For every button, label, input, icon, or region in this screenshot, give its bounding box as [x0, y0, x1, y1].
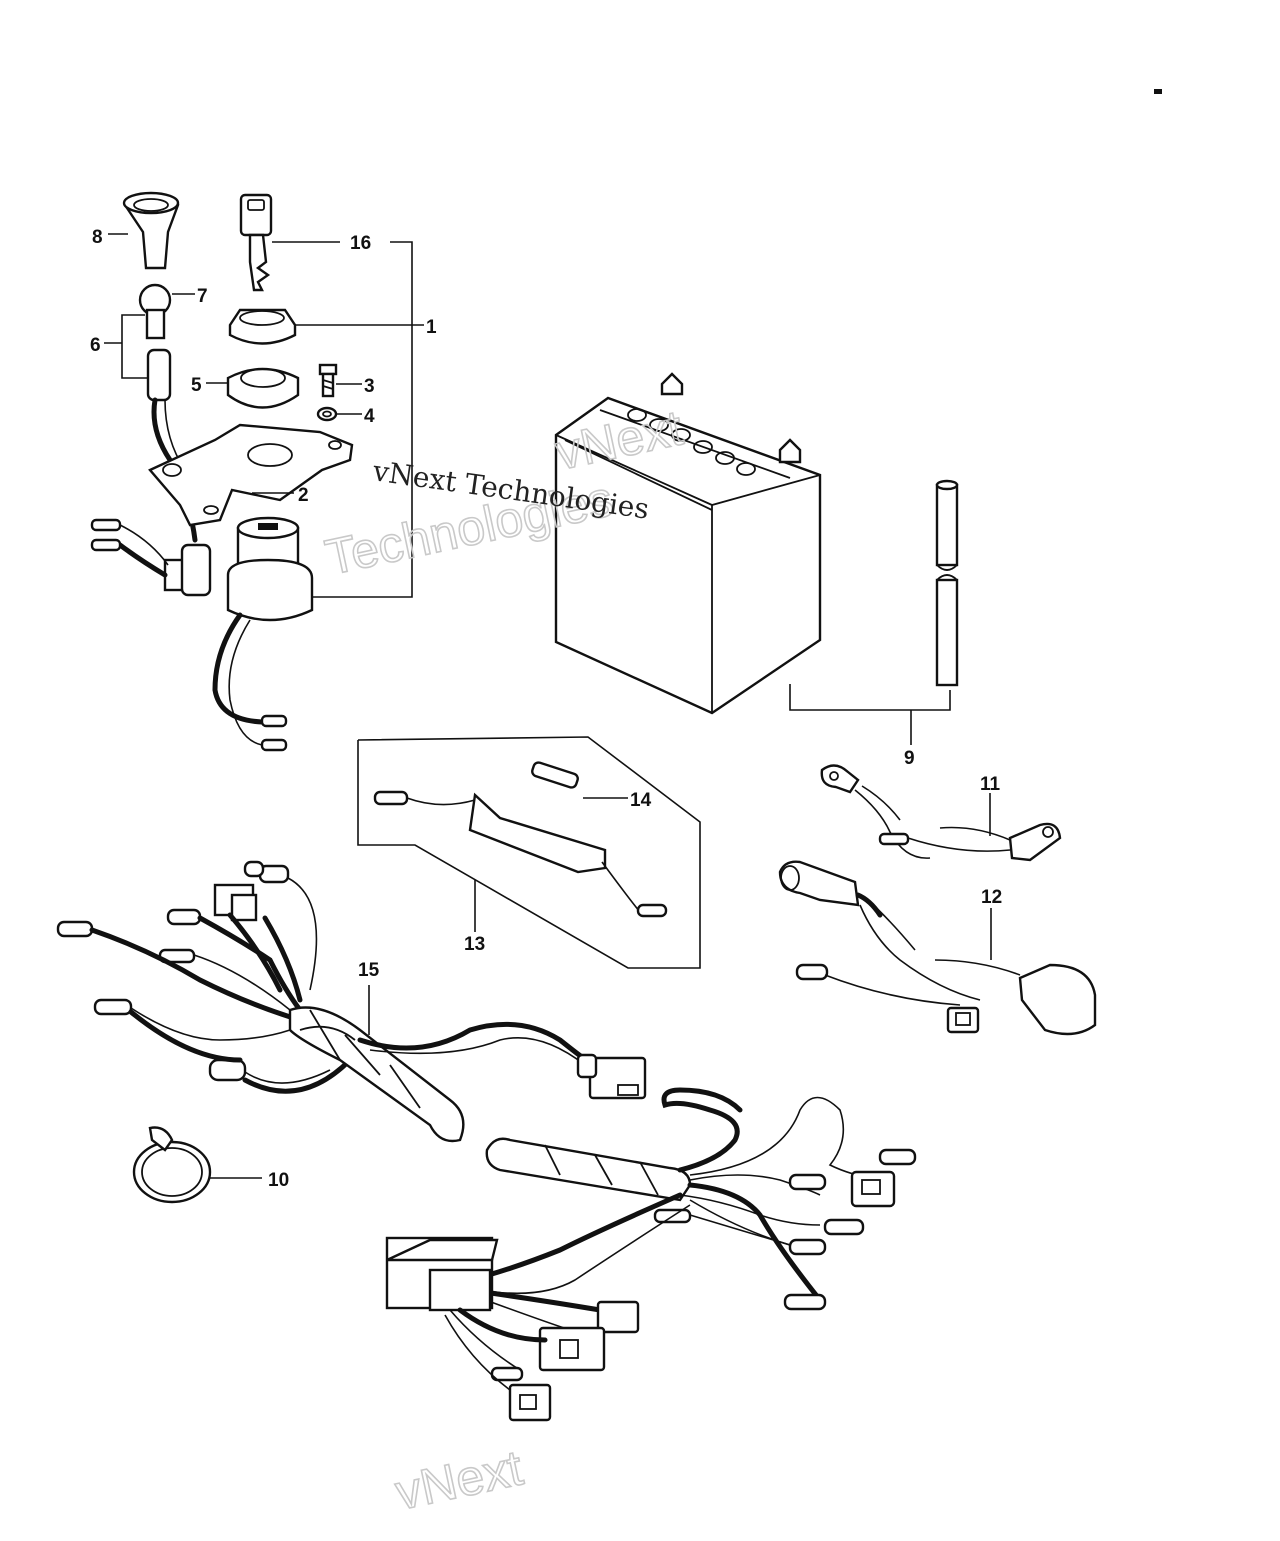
- callout-4: 4: [364, 406, 375, 427]
- watermark-outline-bottom: vNext: [391, 1439, 528, 1520]
- part-1-grommet: [228, 308, 297, 345]
- part-10-cable-clamp: [132, 1126, 262, 1204]
- callout-9: 9: [904, 748, 915, 769]
- part-12-starter-cable: [778, 860, 1097, 1036]
- part-16-key: [239, 193, 273, 292]
- part-5-ring: [226, 367, 300, 409]
- part-11-battery-cable: [820, 764, 1062, 862]
- part-2-bracket: [148, 423, 354, 527]
- callout-5: 5: [191, 375, 202, 396]
- lower-wiring-harness: [385, 1087, 917, 1422]
- callout-16: 16: [350, 233, 371, 254]
- part-8-knob-cap: [122, 191, 180, 270]
- callout-8: 8: [92, 227, 103, 248]
- part-4-nut: [316, 406, 338, 422]
- part-3-screw: [318, 363, 338, 398]
- callout-12: 12: [981, 887, 1002, 908]
- callout-11: 11: [980, 774, 1001, 795]
- part-7-bulb: [138, 283, 172, 340]
- callout-6: 6: [90, 335, 101, 356]
- switch-connector-left: [90, 518, 212, 597]
- callout-14: 14: [630, 790, 652, 811]
- callout-1: 1: [426, 317, 437, 338]
- part-15-wiring-harness: [56, 860, 647, 1143]
- callout-3: 3: [364, 376, 375, 397]
- stray-mark: [1154, 89, 1162, 94]
- ignition-switch-body: [212, 516, 314, 752]
- callout-10: 10: [268, 1170, 289, 1191]
- leader-9-bracket: [789, 684, 951, 711]
- callout-15: 15: [358, 960, 380, 981]
- battery-vent-tube: [935, 479, 959, 687]
- battery: [554, 372, 822, 715]
- callout-2: 2: [298, 485, 309, 506]
- leader-lines-top-left: [104, 233, 424, 598]
- part-13-fuse-holder-group: [357, 736, 701, 969]
- callout-7: 7: [197, 286, 208, 307]
- callout-13: 13: [464, 934, 485, 955]
